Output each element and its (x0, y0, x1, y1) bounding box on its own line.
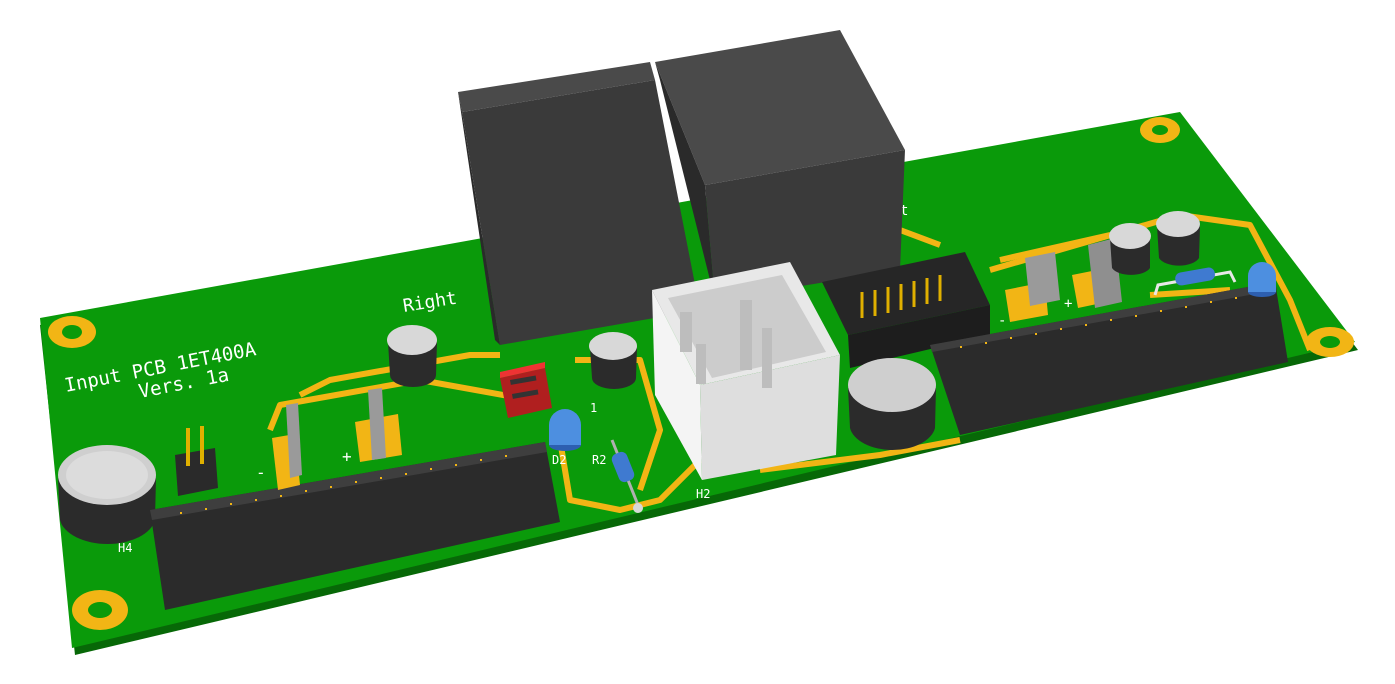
led-d2 (549, 409, 581, 451)
relay-right (655, 30, 905, 300)
label-minus-left: - (256, 463, 266, 482)
resistor-r2 (610, 439, 643, 513)
jumper-header (175, 426, 218, 496)
label-h2: H2 (696, 487, 710, 501)
transistor-left-b (355, 388, 402, 462)
capacitor-right-b (1156, 211, 1200, 266)
ribbon-connector[interactable] (822, 252, 990, 368)
connector-h2[interactable] (652, 262, 840, 480)
capacitor-right-a (1109, 223, 1151, 275)
led-right (1248, 262, 1276, 297)
pin-header-right (930, 282, 1288, 435)
mounting-hole-bottom-right (1306, 327, 1354, 357)
capacitor-small-center (589, 332, 637, 389)
mounting-hole-top-left (48, 316, 96, 348)
label-d2: D2 (552, 453, 566, 467)
label-h4: H4 (118, 541, 132, 555)
capacitor-large-left (58, 445, 156, 544)
pin-header-left (150, 442, 560, 610)
transistor-right-a (1005, 252, 1060, 322)
mounting-hole-top-right (1140, 117, 1180, 143)
label-plus-left: + (342, 447, 352, 466)
mounting-holes (48, 117, 1354, 630)
label-pin1: 1 (590, 401, 597, 415)
capacitor-large-center (848, 358, 936, 451)
label-r2: R2 (592, 453, 606, 467)
relay-left (458, 62, 700, 345)
resistor-right (1153, 267, 1237, 296)
label-minus-right: - (998, 313, 1006, 329)
dip-switch[interactable] (500, 362, 552, 418)
capacitor-small-left (387, 325, 437, 387)
mounting-hole-bottom-left (72, 590, 128, 630)
label-plus-right: + (1064, 296, 1072, 312)
label-right-partial: t (900, 203, 908, 219)
transistor-left-a (272, 403, 302, 490)
